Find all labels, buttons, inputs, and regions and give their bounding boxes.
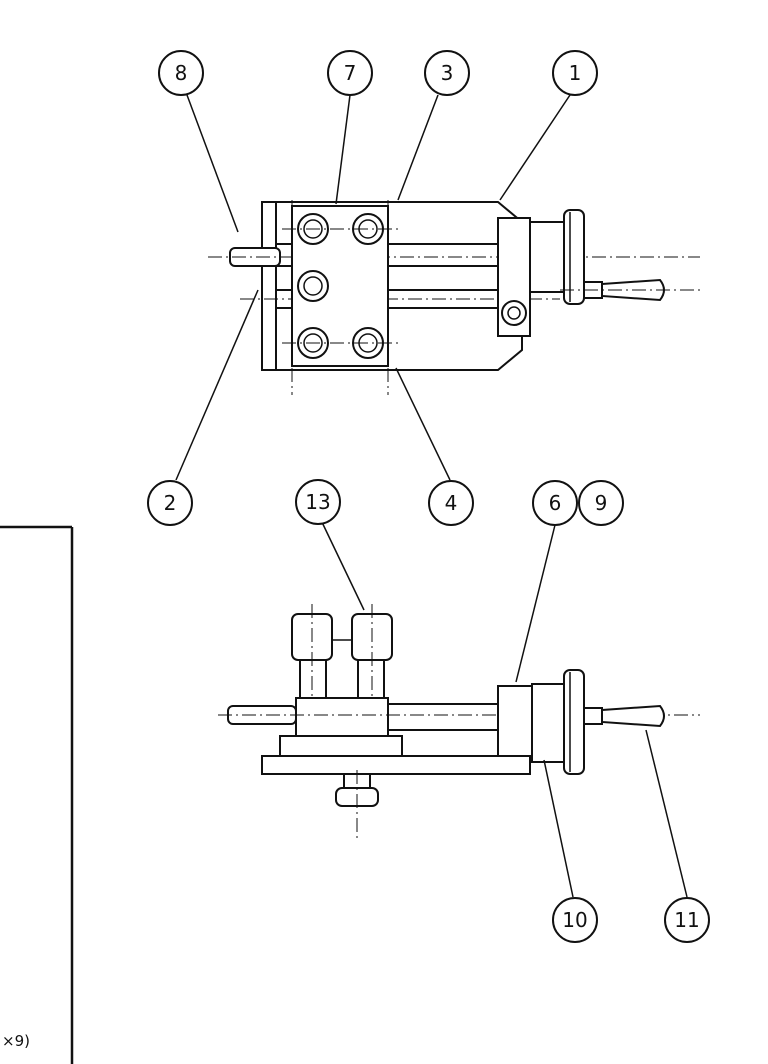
svg-text:8: 8: [175, 61, 188, 85]
rail-front: [387, 703, 501, 731]
balloon-6: 6: [532, 480, 578, 526]
leader-lines: [175, 94, 688, 898]
svg-text:10: 10: [562, 908, 587, 932]
carriage-base: [279, 735, 403, 757]
stud-right: [357, 659, 385, 699]
svg-text:11: 11: [674, 908, 699, 932]
svg-text:1: 1: [569, 61, 582, 85]
handwheel: [563, 209, 585, 305]
svg-text:6: 6: [549, 491, 562, 515]
svg-text:7: 7: [344, 61, 357, 85]
handle-hub-front: [583, 707, 603, 725]
base-plate: [261, 755, 531, 775]
svg-text:3: 3: [441, 61, 454, 85]
balloon-8: 8: [158, 50, 204, 96]
hub-front: [531, 683, 565, 763]
svg-text:9: 9: [595, 491, 608, 515]
frame-corner-note: ×9): [2, 1032, 30, 1050]
balloon-3: 3: [424, 50, 470, 96]
handwheel-front: [563, 669, 585, 775]
balloon-10: 10: [552, 897, 598, 943]
balloon-11: 11: [664, 897, 710, 943]
balloon-7: 7: [327, 50, 373, 96]
handle-grip-front: [601, 704, 665, 728]
hub: [529, 221, 565, 293]
frame-border: ×9): [0, 525, 74, 1064]
svg-text:2: 2: [164, 491, 177, 515]
bearing-block: [497, 685, 533, 757]
balloon-9: 9: [578, 480, 624, 526]
front-view: [218, 604, 700, 840]
balloon-13: 13: [295, 479, 341, 525]
top-view: [208, 200, 700, 395]
balloon-2: 2: [147, 480, 193, 526]
end-plate: [261, 201, 277, 371]
balloon-4: 4: [428, 480, 474, 526]
svg-text:13: 13: [305, 490, 330, 514]
balloon-1: 1: [552, 50, 598, 96]
svg-text:4: 4: [445, 491, 458, 515]
carriage-block: [295, 697, 389, 737]
stud-left: [299, 659, 327, 699]
bolt-heads: [297, 213, 384, 359]
